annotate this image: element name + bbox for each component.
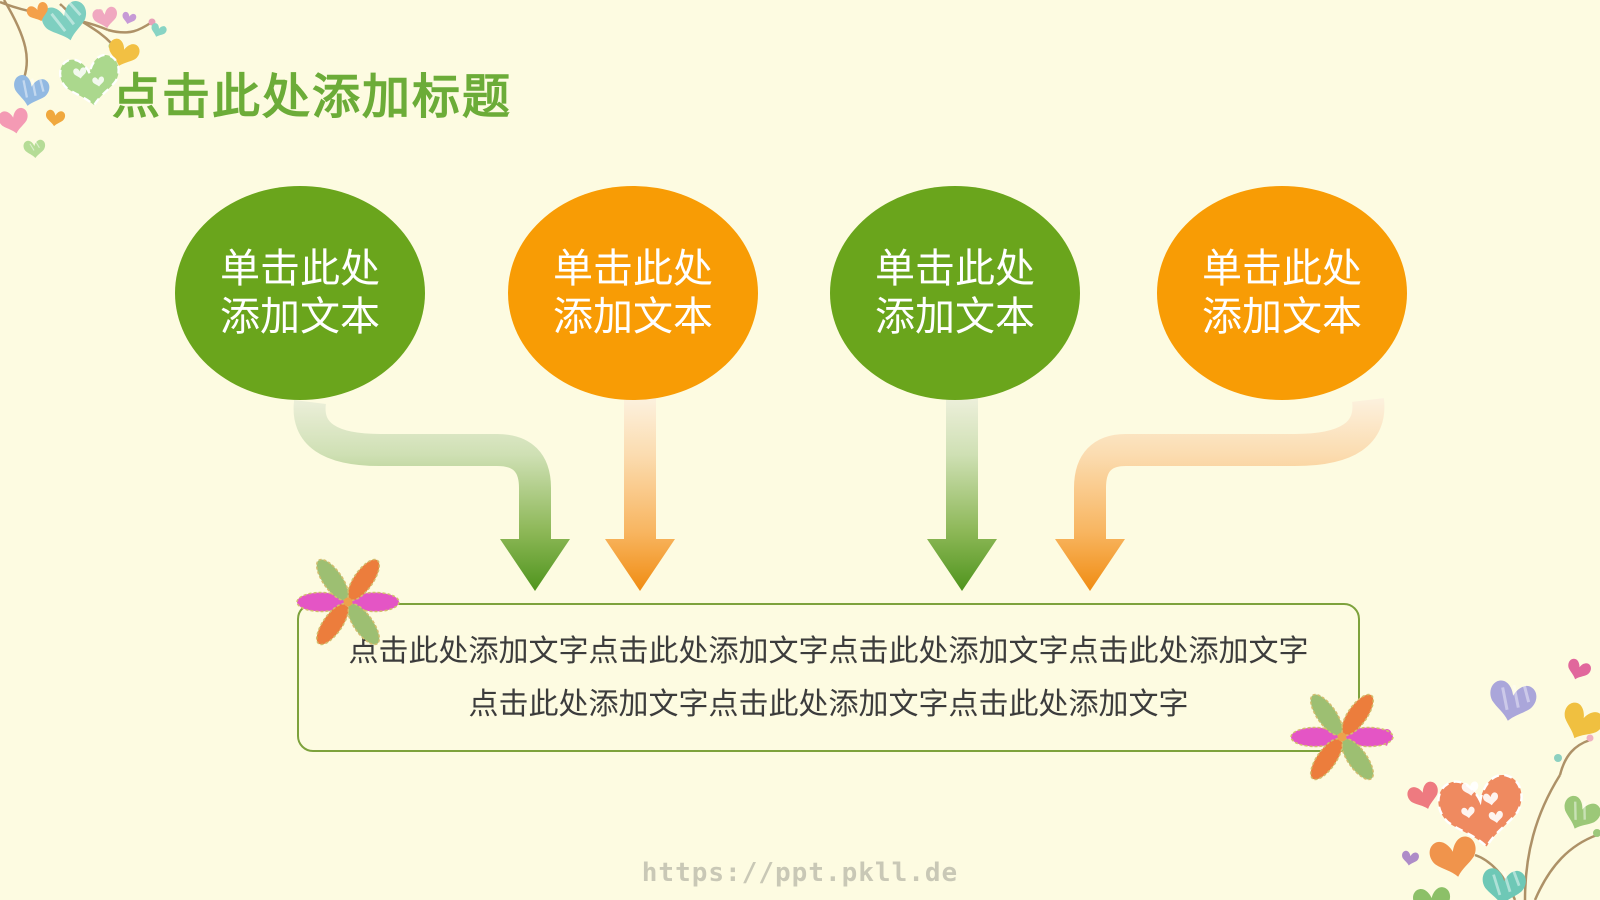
flow-arrow-2-down-icon xyxy=(605,397,675,591)
oval-1-label-line2: 添加文本 xyxy=(220,295,380,339)
oval-4-label-line2: 添加文本 xyxy=(1202,295,1362,339)
text-oval-4[interactable]: 单击此处 添加文本 xyxy=(1157,186,1407,400)
oval-4-label-line1: 单击此处 xyxy=(1202,247,1362,291)
oval-2-label-line1: 单击此处 xyxy=(553,247,713,291)
text-oval-1[interactable]: 单击此处 添加文本 xyxy=(175,186,425,400)
oval-1-label-line1: 单击此处 xyxy=(220,247,380,291)
text-oval-3[interactable]: 单击此处 添加文本 xyxy=(830,186,1080,400)
oval-2-label-line2: 添加文本 xyxy=(553,295,713,339)
body-textbox-placeholder[interactable]: 点击此处添加文字点击此处添加文字点击此处添加文字点击此处添加文字点击此处添加文字… xyxy=(297,603,1360,752)
flow-arrow-3-down-icon xyxy=(927,397,997,591)
watermark-url: https://ppt.pkll.de xyxy=(641,858,959,888)
flow-arrow-1-elbow-down-icon xyxy=(293,400,570,591)
flow-arrow-4-elbow-down-icon xyxy=(1055,398,1385,591)
oval-3-label-line1: 单击此处 xyxy=(875,247,1035,291)
body-text: 点击此处添加文字点击此处添加文字点击此处添加文字点击此处添加文字点击此处添加文字… xyxy=(348,635,1309,721)
oval-3-label-line2: 添加文本 xyxy=(875,295,1035,339)
text-oval-2[interactable]: 单击此处 添加文本 xyxy=(508,186,758,400)
slide-title-placeholder[interactable]: 点击此处添加标题 xyxy=(112,71,513,124)
